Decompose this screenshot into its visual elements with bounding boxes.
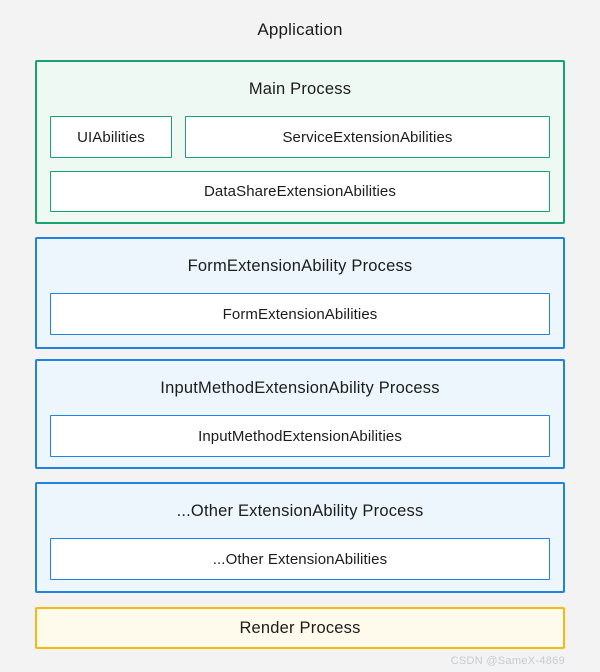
service-extension-abilities-box: ServiceExtensionAbilities <box>185 116 550 158</box>
main-process-row-2: DataShareExtensionAbilities <box>50 171 550 212</box>
form-extension-process-box: FormExtensionAbility Process FormExtensi… <box>35 237 565 349</box>
other-extension-process-title: ...Other ExtensionAbility Process <box>176 501 424 520</box>
uiabilities-box: UIAbilities <box>50 116 172 158</box>
main-process-box: Main Process UIAbilities ServiceExtensio… <box>35 60 565 224</box>
other-extension-process-box: ...Other ExtensionAbility Process ...Oth… <box>35 482 565 593</box>
inputmethod-extension-process-title: InputMethodExtensionAbility Process <box>160 378 440 397</box>
main-process-row-1: UIAbilities ServiceExtensionAbilities <box>50 116 550 158</box>
inputmethod-extension-abilities-box: InputMethodExtensionAbilities <box>50 415 550 457</box>
form-extension-abilities-box: FormExtensionAbilities <box>50 293 550 335</box>
form-extension-process-title: FormExtensionAbility Process <box>187 256 413 275</box>
inputmethod-extension-process-box: InputMethodExtensionAbility Process Inpu… <box>35 359 565 469</box>
datashare-extension-abilities-box: DataShareExtensionAbilities <box>50 171 550 212</box>
application-label: Application <box>257 20 343 39</box>
main-process-title: Main Process <box>248 79 352 98</box>
watermark: CSDN @SameX-4869 <box>450 655 565 667</box>
other-extension-abilities-box: ...Other ExtensionAbilities <box>50 538 550 580</box>
render-process-box: Render Process <box>35 607 565 649</box>
